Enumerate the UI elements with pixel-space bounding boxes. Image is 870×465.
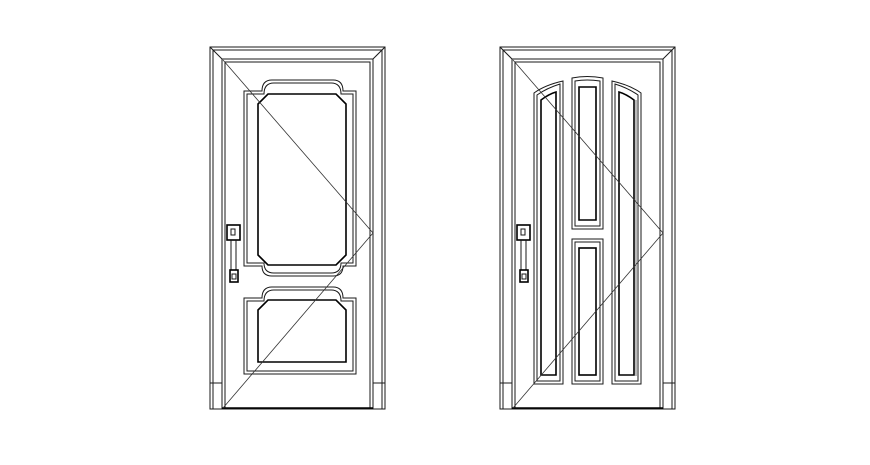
- door-frame-casing: [209, 46, 386, 410]
- panel-right-tall: [611, 80, 642, 385]
- panel-left-tall: [533, 80, 564, 385]
- door-swing-indicator: [222, 59, 374, 409]
- door-handle-right: [516, 224, 531, 283]
- door-frame-casing: [499, 46, 676, 410]
- door-handle-left: [226, 224, 241, 283]
- panel-middle-lower: [571, 238, 604, 385]
- lower-panel: [243, 286, 357, 375]
- door-swing-indicator: [512, 59, 664, 409]
- door-left: [209, 46, 386, 410]
- door-right: [499, 46, 676, 410]
- upper-panel: [243, 79, 357, 277]
- panel-middle-upper: [571, 76, 604, 230]
